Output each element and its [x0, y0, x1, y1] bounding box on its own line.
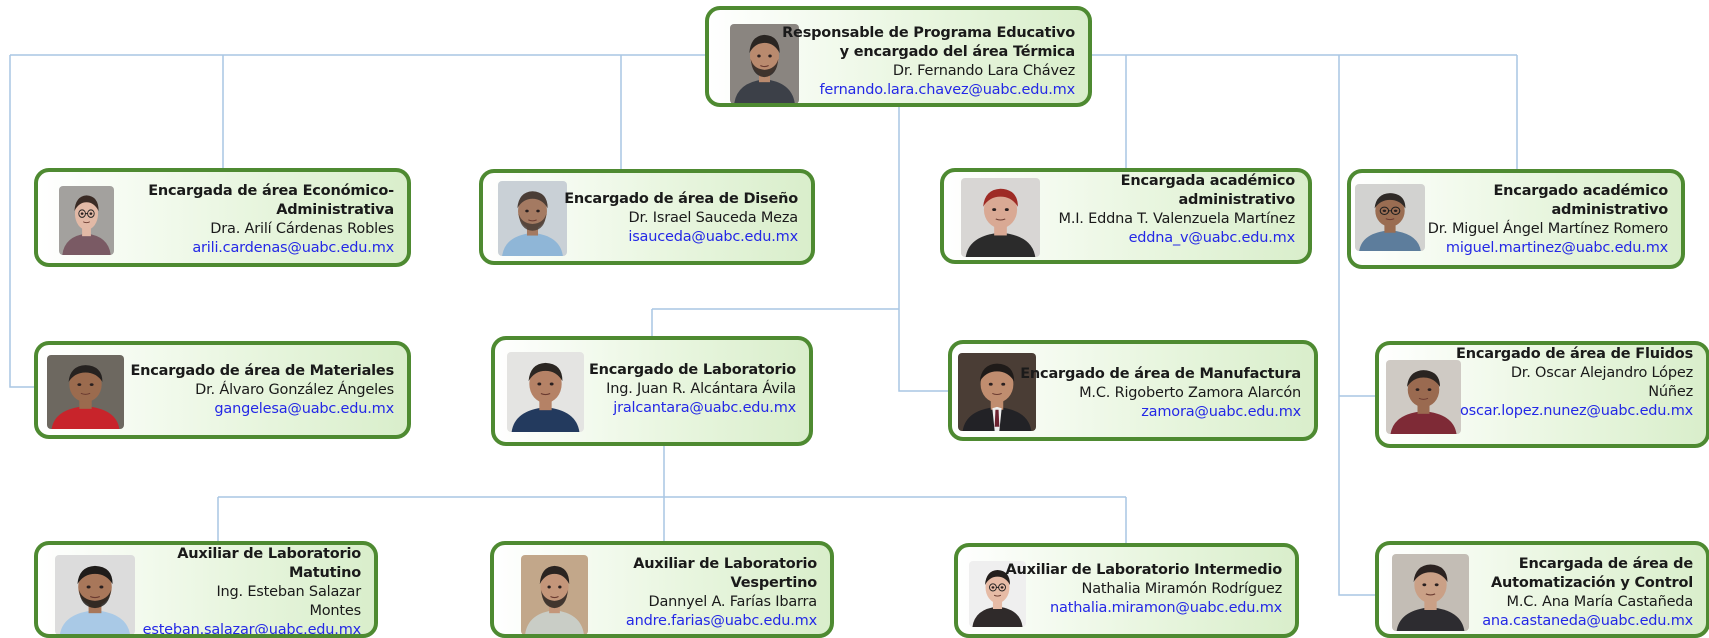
role-title: Responsable de Programa Educativo — [782, 25, 1075, 41]
person-photo — [1392, 554, 1469, 631]
role-title: Encargado de área de Manufactura — [1020, 366, 1301, 382]
person-name: Dr. Oscar Alejandro López — [1510, 365, 1693, 381]
role-title: Matutino — [288, 565, 361, 581]
email-link[interactable]: isauceda@uabc.edu.mx — [628, 229, 798, 245]
card-text: Responsable de Programa Educativo y encar… — [782, 24, 1075, 100]
person-name: Ing. Esteban Salazar — [216, 584, 361, 600]
person-name: Ing. Juan R. Alcántara Ávila — [606, 381, 796, 397]
role-title: Auxiliar de Laboratorio Intermedio — [1005, 562, 1283, 578]
org-card-program-head: Responsable de Programa Educativo y encar… — [705, 6, 1092, 107]
role-title: Encargado de área de Materiales — [130, 363, 394, 379]
person-photo — [969, 561, 1026, 627]
role-title: Encargada académico — [1120, 173, 1296, 189]
role-title: Automatización y Control — [1491, 575, 1693, 591]
role-title: y encargado del área Térmica — [839, 44, 1076, 60]
role-title: Administrativa — [276, 202, 394, 218]
org-card-automation-control-lead: Encargada de área de Automatización y Con… — [1375, 541, 1709, 638]
email-link[interactable]: andre.farias@uabc.edu.mx — [625, 613, 817, 629]
email-link[interactable]: gangelesa@uabc.edu.mx — [214, 401, 394, 417]
person-photo — [498, 181, 567, 256]
role-title: Encargada de área de — [1518, 556, 1693, 572]
person-photo — [958, 353, 1036, 431]
email-link[interactable]: jralcantara@uabc.edu.mx — [613, 400, 796, 416]
person-photo — [59, 186, 114, 255]
person-name: Núñez — [1648, 384, 1693, 400]
email-link[interactable]: esteban.salazar@uabc.edu.mx — [142, 622, 362, 638]
person-photo — [961, 178, 1040, 257]
email-link[interactable]: fernando.lara.chavez@uabc.edu.mx — [819, 82, 1075, 98]
person-photo — [1355, 184, 1425, 251]
person-photo — [47, 355, 124, 429]
role-title: Encargado de área de Diseño — [564, 191, 798, 207]
role-title: Vespertino — [730, 575, 818, 591]
role-title: Encargado de Laboratorio — [588, 362, 796, 378]
person-name: Dr. Álvaro González Ángeles — [195, 382, 394, 398]
org-card-economic-admin-lead: Encargada de área Económico- Administrati… — [34, 168, 411, 267]
person-name: Nathalia Miramón Rodríguez — [1081, 581, 1283, 597]
person-name: Dannyel A. Farías Ibarra — [648, 594, 817, 610]
person-name: Montes — [309, 603, 361, 619]
person-photo — [1386, 360, 1461, 434]
person-name: Dr. Israel Sauceda Meza — [628, 210, 799, 226]
person-name: Dra. Arilí Cárdenas Robles — [210, 221, 394, 237]
role-title: administrativo — [1551, 202, 1668, 218]
email-link[interactable]: arili.cardenas@uabc.edu.mx — [192, 240, 394, 256]
email-link[interactable]: zamora@uabc.edu.mx — [1141, 404, 1301, 420]
card-text: Encargada de área de Automatización y Con… — [1482, 555, 1693, 631]
email-link[interactable]: nathalia.miramon@uabc.edu.mx — [1050, 600, 1282, 616]
connector-line — [9, 54, 1518, 596]
person-name: M.C. Ana María Castañeda — [1506, 594, 1694, 610]
person-name: M.I. Eddna T. Valenzuela Martínez — [1058, 211, 1296, 227]
person-photo — [521, 555, 588, 634]
role-title: Auxiliar de Laboratorio — [177, 546, 361, 562]
role-title: Encargado académico — [1493, 183, 1668, 199]
card-text: Encargada de área Económico- Administrati… — [148, 182, 394, 258]
person-photo — [55, 555, 135, 634]
person-name: M.C. Rigoberto Zamora Alarcón — [1079, 385, 1301, 401]
email-link[interactable]: miguel.martinez@uabc.edu.mx — [1445, 240, 1668, 256]
role-title: Encargada de área Económico- — [148, 183, 394, 199]
person-photo — [507, 352, 584, 432]
person-name: Dr. Fernando Lara Chávez — [892, 63, 1075, 79]
email-link[interactable]: ana.castaneda@uabc.edu.mx — [1482, 613, 1693, 629]
person-photo — [730, 24, 799, 103]
email-link[interactable]: oscar.lopez.nunez@uabc.edu.mx — [1459, 403, 1693, 419]
role-title: administrativo — [1178, 192, 1295, 208]
person-name: Dr. Miguel Ángel Martínez Romero — [1427, 221, 1668, 237]
role-title: Encargado de área de Fluidos — [1456, 346, 1693, 362]
email-link[interactable]: eddna_v@uabc.edu.mx — [1128, 230, 1296, 246]
role-title: Auxiliar de Laboratorio — [633, 556, 817, 572]
